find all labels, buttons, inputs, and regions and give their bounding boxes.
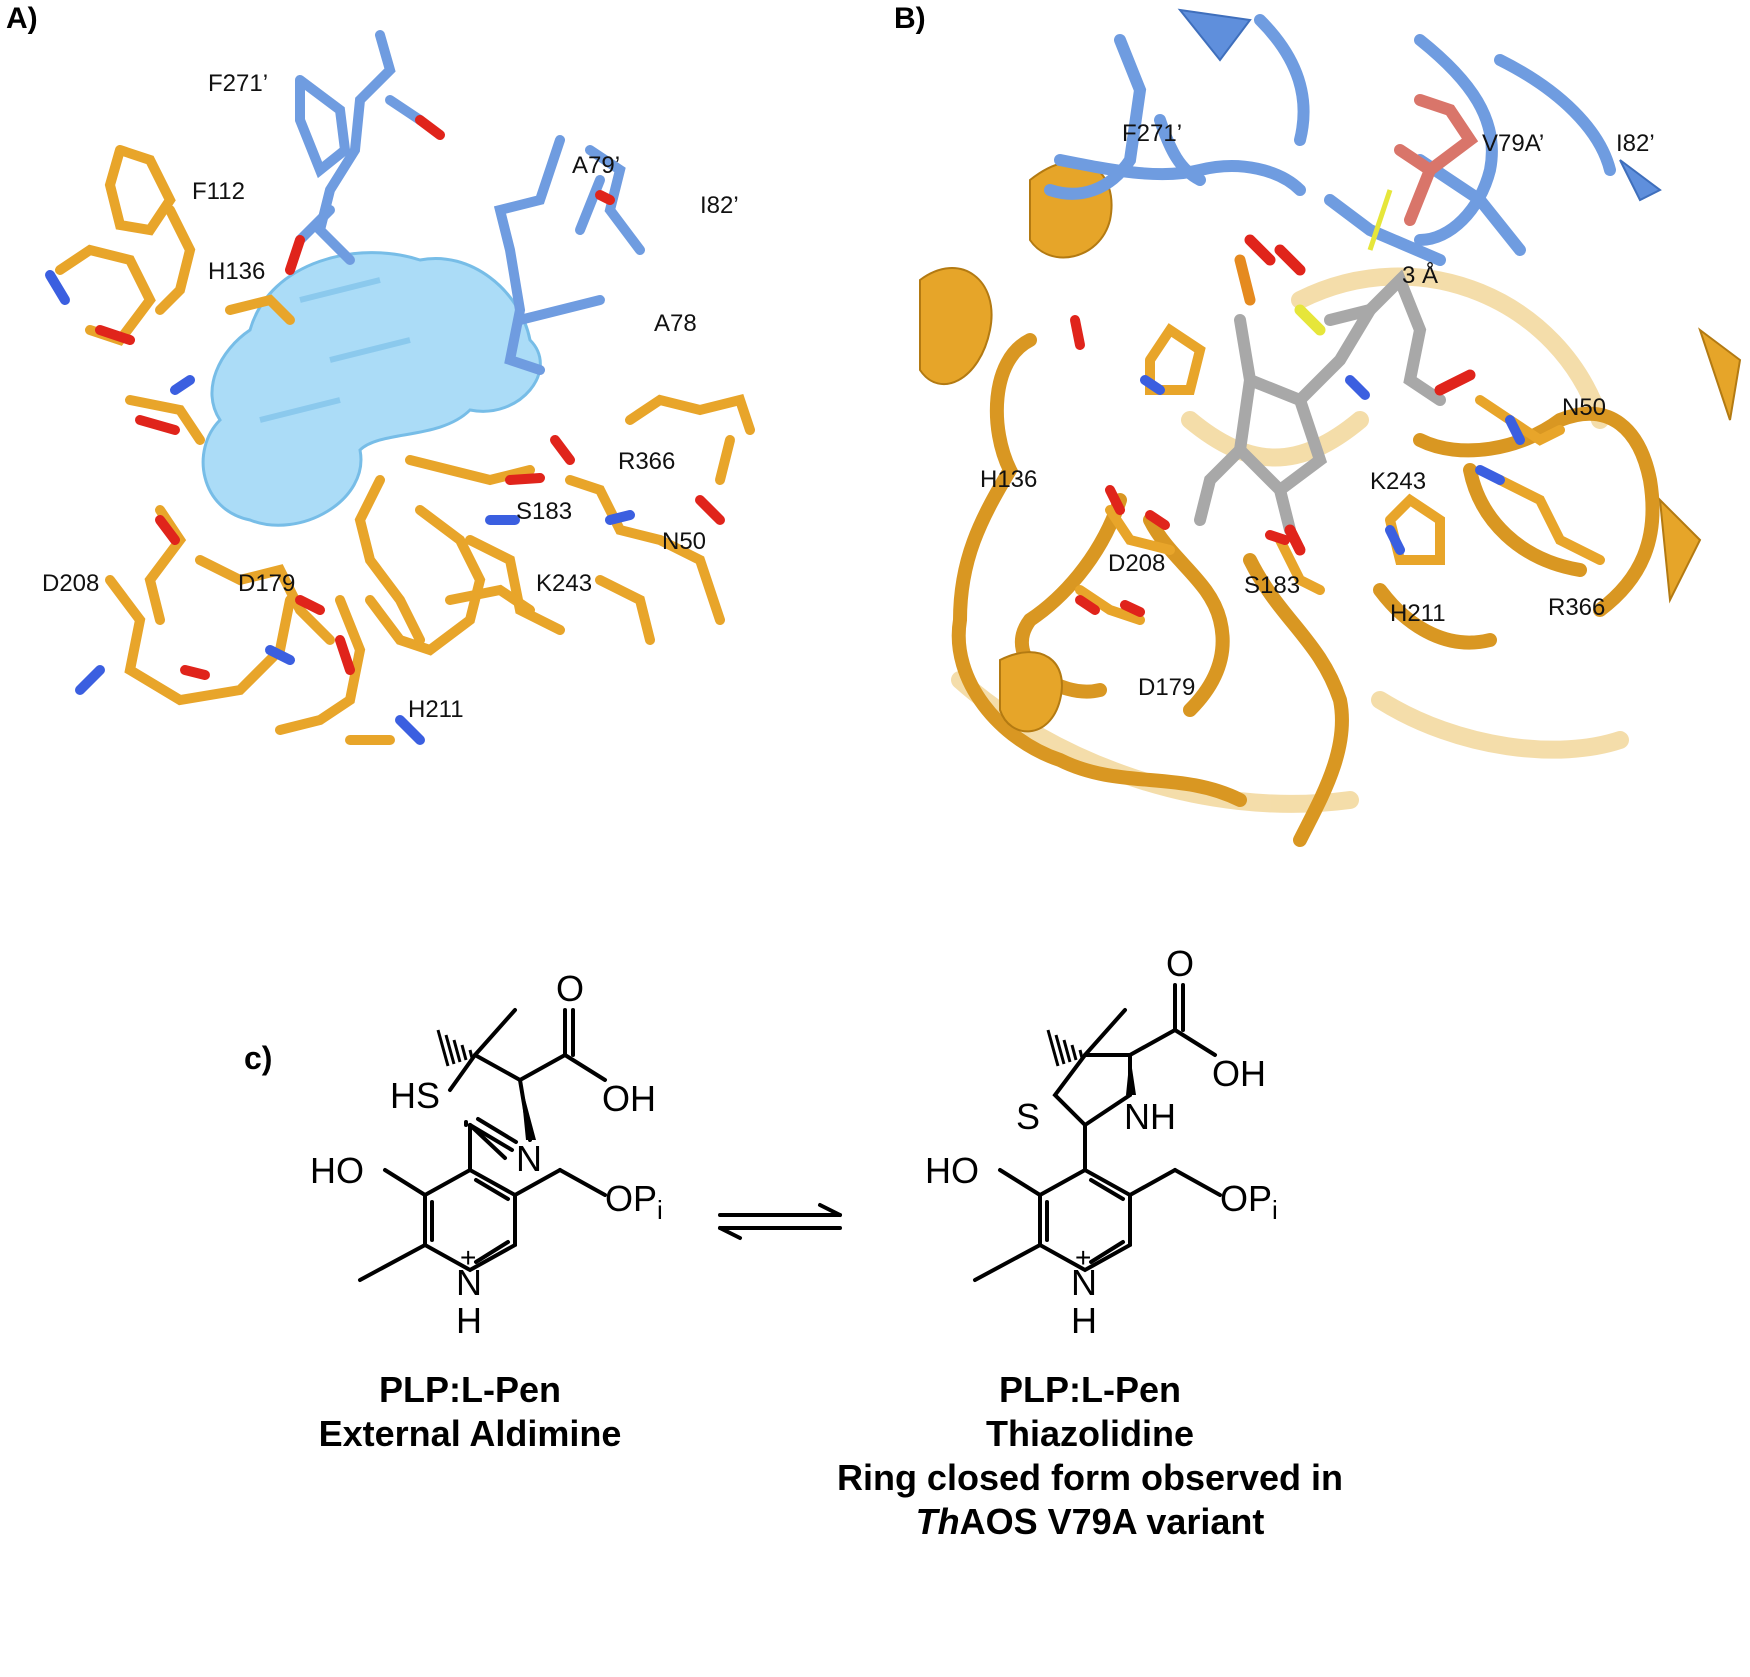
- res-a-r366: R366: [618, 448, 676, 475]
- v79a-salmon: [1394, 94, 1479, 226]
- right-op-sub: i: [1272, 1195, 1278, 1225]
- right-caption: PLP:L-Pen Thiazolidine Ring closed form …: [740, 1368, 1440, 1544]
- panel-c-label: c): [244, 1040, 273, 1076]
- orange-sticks-n: [45, 270, 635, 745]
- left-plus-label: +: [460, 1242, 477, 1273]
- left-caption-line2: External Aldimine: [318, 1413, 622, 1454]
- right-caption-rest: AOS V79A variant: [959, 1501, 1265, 1542]
- res-a-f112: F112: [192, 178, 245, 205]
- res-a-n50: N50: [662, 528, 707, 555]
- left-op-label: OPi: [605, 1178, 663, 1225]
- right-s-label: S: [1016, 1096, 1041, 1137]
- res-a-d179: D179: [238, 570, 296, 597]
- blue-ribbons: [1044, 14, 1616, 266]
- res-a-d208: D208: [42, 570, 100, 597]
- res-a-a78: A78: [654, 310, 697, 337]
- res-b-d208: D208: [1108, 550, 1166, 577]
- right-caption-line3: Ring closed form observed in: [836, 1457, 1344, 1498]
- ligand-o: [1244, 234, 1476, 556]
- res-b-d179: D179: [1138, 674, 1196, 701]
- panel-a-label: A): [6, 2, 38, 35]
- right-ho-label: HO: [925, 1150, 979, 1191]
- res-b-v79a: V79A’: [1482, 130, 1545, 157]
- res-a-a79: A79’: [572, 152, 621, 179]
- right-nh-n-label: N: [1071, 1262, 1097, 1303]
- res-b-f271: F271’: [1122, 120, 1183, 147]
- left-ho-label: HO: [310, 1150, 364, 1191]
- blue-sticks: [295, 30, 645, 375]
- left-n-label: N: [516, 1138, 542, 1179]
- right-plus-label: +: [1075, 1242, 1092, 1273]
- right-op-text: OP: [1220, 1178, 1273, 1219]
- res-a-k243: K243: [536, 570, 593, 597]
- right-o-label: O: [1166, 943, 1195, 984]
- left-hs-label: HS: [390, 1075, 441, 1116]
- right-caption-line1: PLP:L-Pen: [998, 1369, 1181, 1410]
- ligand-s: [1294, 304, 1326, 336]
- res-b-i82: I82’: [1616, 130, 1655, 157]
- res-a-h211: H211: [408, 696, 464, 723]
- left-caption: PLP:L-Pen External Aldimine: [240, 1368, 700, 1456]
- res-b-r366: R366: [1548, 594, 1606, 621]
- left-op-sub: i: [657, 1195, 663, 1225]
- right-caption-line4: ThAOS V79A variant: [740, 1500, 1440, 1544]
- right-nh-h-label: H: [1071, 1300, 1097, 1341]
- res-a-s183: S183: [516, 498, 573, 525]
- left-o-label: O: [556, 968, 585, 1009]
- left-caption-line1: PLP:L-Pen: [378, 1369, 561, 1410]
- panel-b-label: B): [894, 2, 926, 35]
- res-a-f271: F271’: [208, 70, 269, 97]
- left-oh-label: OH: [602, 1078, 656, 1119]
- b-orange-o: [1070, 315, 1290, 617]
- res-b-s183: S183: [1244, 572, 1301, 599]
- right-op-label: OPi: [1220, 1178, 1278, 1225]
- blue-sticks-o: [285, 115, 615, 275]
- right-caption-line2: Thiazolidine: [985, 1413, 1194, 1454]
- b-orange-n: [1140, 375, 1525, 555]
- res-b-h136: H136: [980, 466, 1038, 493]
- right-caption-italic: Th: [915, 1501, 960, 1542]
- res-b-k243: K243: [1370, 468, 1427, 495]
- left-op-text: OP: [605, 1178, 658, 1219]
- res-b-h211: H211: [1390, 600, 1446, 627]
- left-nh-n-label: N: [456, 1262, 482, 1303]
- left-nh-h-label: H: [456, 1300, 482, 1341]
- res-b-n50: N50: [1562, 394, 1607, 421]
- ligand: [1194, 269, 1446, 536]
- right-oh-label: OH: [1212, 1053, 1266, 1094]
- contact-line: [1367, 189, 1393, 251]
- res-a-i82: I82’: [700, 192, 739, 219]
- res-a-h136: H136: [208, 258, 266, 285]
- res-b-distance: 3 Å: [1402, 262, 1439, 289]
- orange-sticks-o: [95, 325, 725, 680]
- ligand-p: [1234, 254, 1256, 306]
- blue-arrow: [1177, 8, 1662, 202]
- right-nh-label: NH: [1124, 1096, 1176, 1137]
